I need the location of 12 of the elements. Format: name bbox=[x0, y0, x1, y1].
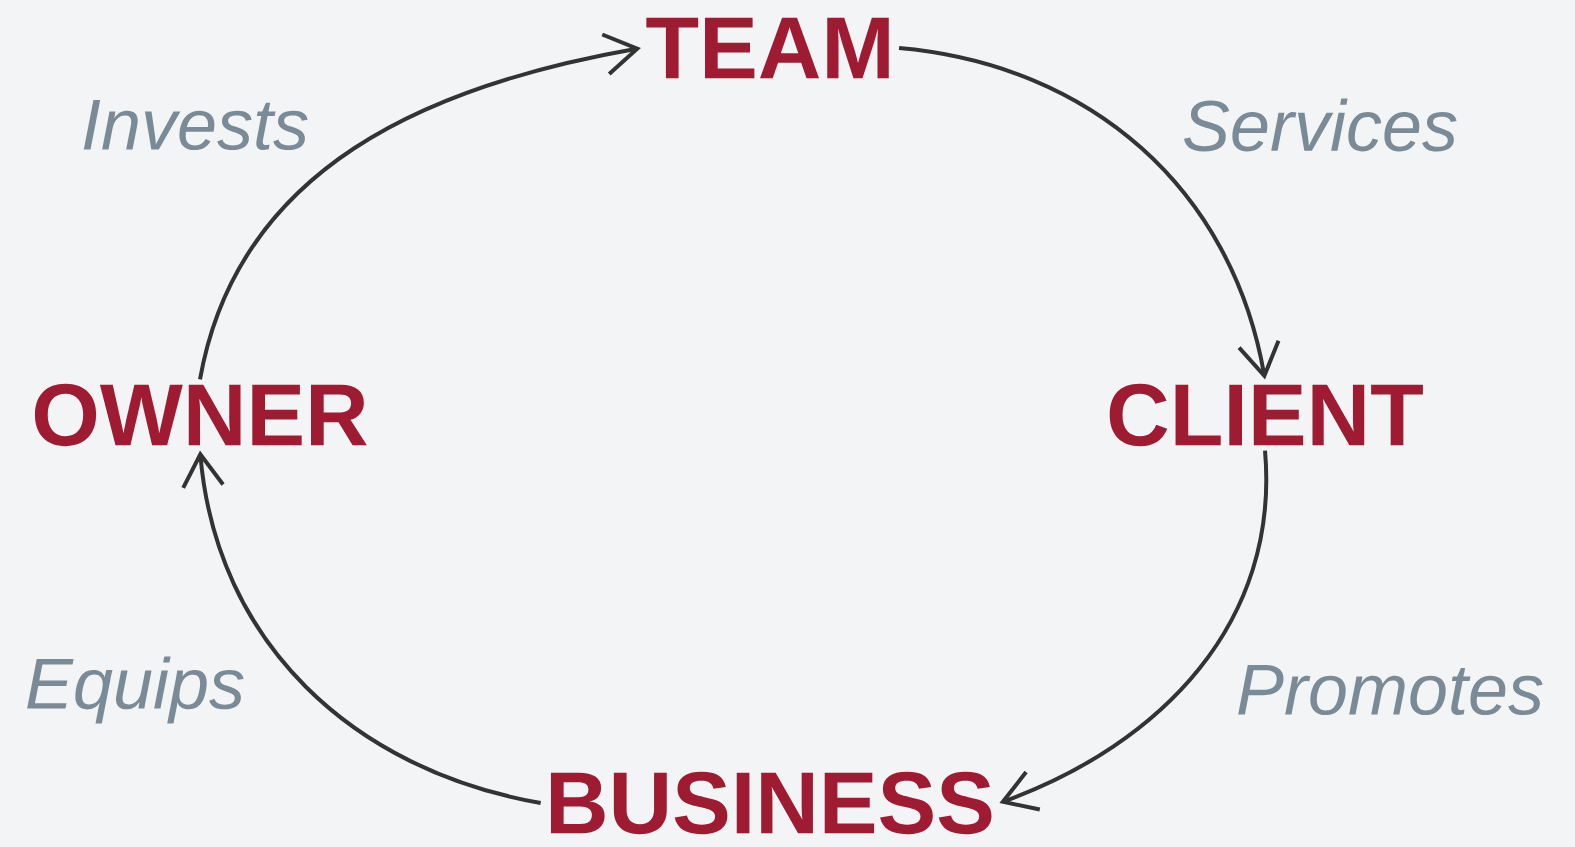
edge-label: Services bbox=[1184, 98, 1457, 152]
node-label: TEAM bbox=[646, 17, 889, 79]
arrow bbox=[181, 450, 542, 805]
arrow bbox=[198, 32, 641, 380]
arrow bbox=[898, 46, 1281, 380]
node-label: BUSINESS bbox=[550, 771, 992, 835]
edge-label: Promotes bbox=[1238, 664, 1543, 716]
arrow bbox=[999, 450, 1268, 812]
edge-label: Equips bbox=[27, 656, 244, 724]
node-label: CLIENT bbox=[1109, 383, 1423, 447]
edge-label: Invests bbox=[83, 99, 308, 151]
node-label: OWNER bbox=[34, 383, 367, 447]
